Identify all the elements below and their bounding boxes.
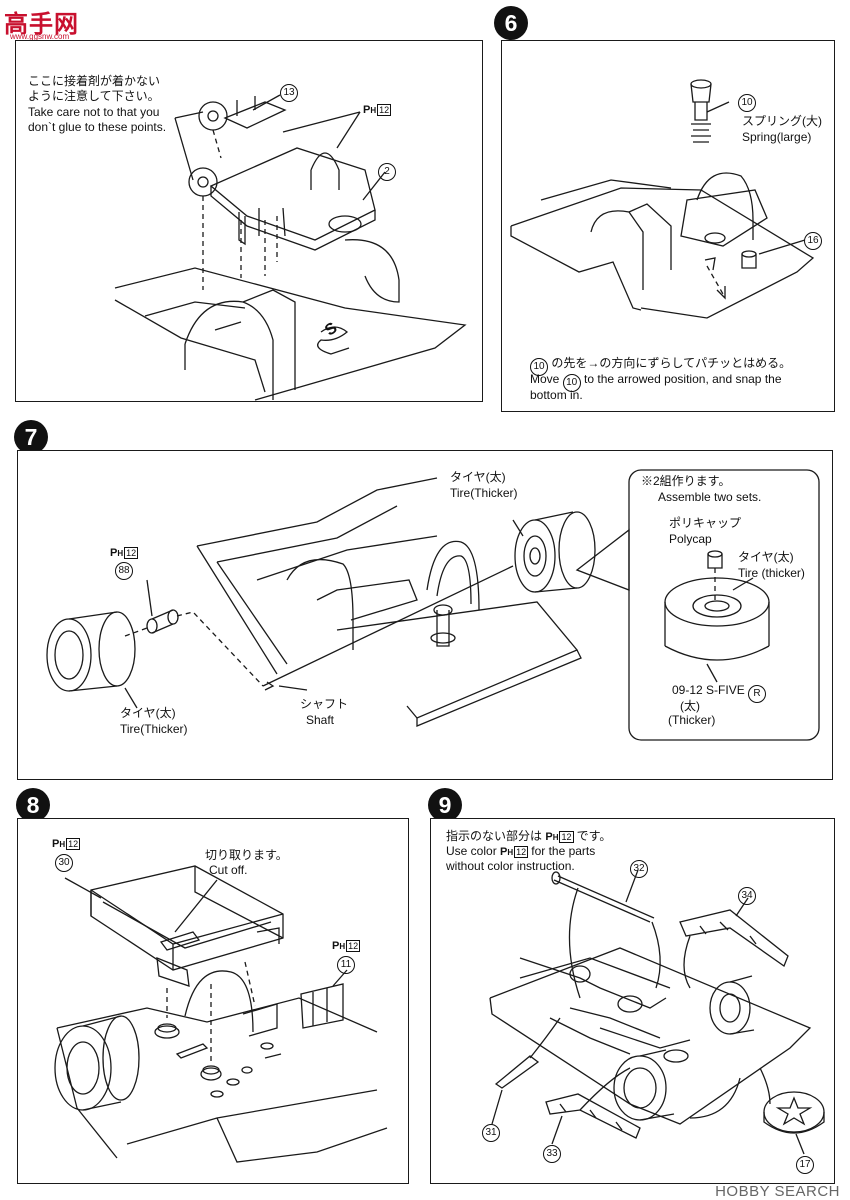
step5-part-13-callout: 13 xyxy=(280,84,298,102)
step7-inset-tire-jp: タイヤ(太) xyxy=(738,550,794,564)
step8-part-30-callout: 30 xyxy=(55,854,73,872)
ph-sub: H xyxy=(59,840,66,849)
step7-inset-thick-jp: (太) xyxy=(680,699,700,713)
step7-shaft-en: Shaft xyxy=(306,713,335,727)
ph-sub: H xyxy=(507,848,514,857)
step9-final-assembly-illustration xyxy=(489,869,825,1155)
site-logo: 高手网 www.ggsnw.com xyxy=(4,4,79,41)
step6-part-10-callout: 10 xyxy=(738,94,756,112)
ph-sub: H xyxy=(117,549,124,558)
step5-chassis-illustration xyxy=(114,94,467,401)
step6-spring-en: Spring(large) xyxy=(742,130,812,144)
step7-inset-thick-en: (Thicker) xyxy=(668,713,716,727)
step7-inset-polycap-en: Polycap xyxy=(669,532,712,546)
site-logo-text: 高手网 xyxy=(4,11,79,38)
ph-num: 12 xyxy=(346,940,361,952)
step8-cut-en: Cut off. xyxy=(209,863,248,877)
step7-tire-bottom-jp: タイヤ(太) xyxy=(120,706,176,720)
step6-panel xyxy=(501,40,835,412)
step9-number: 9 xyxy=(428,788,462,822)
ph-num: 12 xyxy=(514,846,529,858)
ph-letter: P xyxy=(500,846,508,858)
ph-num: 12 xyxy=(559,831,574,843)
ph-letter: P xyxy=(110,547,118,559)
step7-sprue-r-mark: R xyxy=(748,685,767,703)
step5-note-en-2: don`t glue to these points. xyxy=(28,120,167,134)
step6-instruction-jp: 10 の先を→の方向にずらしてパチッとはめる。 xyxy=(530,356,792,376)
step6-spring-jp: スプリング(大) xyxy=(742,114,822,128)
step6-instr-part-10-en: 10 xyxy=(562,374,581,392)
step5-note-en-1: Take care not to that you xyxy=(28,105,160,119)
ph-num: 12 xyxy=(377,104,392,116)
step7-panel xyxy=(17,450,833,780)
step5-note-jp-1: ここに接着剤が着かない xyxy=(28,74,161,88)
step6-part-16-callout: 16 xyxy=(804,232,822,250)
step9-line1-b: です。 xyxy=(576,829,612,843)
ph-letter: P xyxy=(545,831,553,843)
step8-cut-jp: 切り取ります。 xyxy=(205,848,288,862)
step7-inset-note-jp: ※2組作ります。 xyxy=(641,474,731,488)
step7-sprue-code: 09-12 S-FIVE xyxy=(672,683,745,697)
step7-tire-bottom-en: Tire(Thicker) xyxy=(120,722,188,736)
step9-line1-a: 指示のない部分は xyxy=(446,829,543,843)
step7-inset-tire-en: Tire (thicker) xyxy=(738,566,805,580)
step6-instr-en-b: to the arrowed position, and snap the xyxy=(584,372,782,386)
ph-sub: H xyxy=(552,833,559,842)
step9-part-32-callout: 32 xyxy=(630,860,648,878)
step6-instruction-en: Move 10 to the arrowed position, and sna… xyxy=(530,372,782,392)
step7-number: 7 xyxy=(14,420,48,454)
step6-number: 6 xyxy=(494,6,528,40)
step6-instr-en-a: Move xyxy=(530,372,560,386)
step9-part-31-callout: 31 xyxy=(482,1124,500,1142)
step5-panel xyxy=(15,40,483,402)
ph-num: 12 xyxy=(66,838,81,850)
step9-part-34-callout: 34 xyxy=(738,887,756,905)
ph-letter: P xyxy=(363,104,371,116)
step7-tire-top-jp: タイヤ(太) xyxy=(450,470,506,484)
step7-shaft-jp: シャフト xyxy=(300,697,349,711)
step5-part-2-callout: 2 xyxy=(378,163,396,181)
step8-box-chassis-illustration xyxy=(54,865,388,1163)
step7-inset-polycap-jp: ポリキャップ xyxy=(669,516,742,530)
step5-note-jp-2: ように注意して下さい。 xyxy=(28,89,160,103)
step6-instruction-en-c: bottom in. xyxy=(530,388,583,402)
ph-sub: H xyxy=(339,942,346,951)
step8-panel xyxy=(17,818,409,1184)
step9-part-33-callout: 33 xyxy=(543,1145,561,1163)
step9-line2-b: for the parts xyxy=(531,844,596,858)
ph-letter: P xyxy=(332,940,340,952)
step9-line3: without color instruction. xyxy=(446,859,575,873)
step7-inset-sprue: 09-12 S-FIVE R xyxy=(672,683,767,703)
step7-part-88-callout: 88 xyxy=(115,562,133,580)
step9-line2-a: Use color xyxy=(446,844,497,858)
site-url: www.ggsnw.com xyxy=(10,32,70,41)
step7-tire-top-en: Tire(Thicker) xyxy=(450,486,518,500)
ph-letter: P xyxy=(52,838,60,850)
step6-spring-chassis-illustration xyxy=(510,79,815,319)
step7-inset-note-en: Assemble two sets. xyxy=(658,490,762,504)
ph-sub: H xyxy=(370,106,377,115)
hobby-search-watermark: HOBBY SEARCH xyxy=(715,1183,840,1200)
step6-instr-part-10-jp: 10 xyxy=(530,358,548,376)
step7-tire-shaft-illustration xyxy=(46,469,820,741)
step8-part-11-callout: 11 xyxy=(337,956,355,974)
step8-number: 8 xyxy=(16,788,50,822)
step6-instr-jp-text: の先を→の方向にずらしてパチッとはめる。 xyxy=(551,356,792,370)
ph-num: 12 xyxy=(124,547,139,559)
step9-part-17-callout: 17 xyxy=(796,1156,814,1174)
